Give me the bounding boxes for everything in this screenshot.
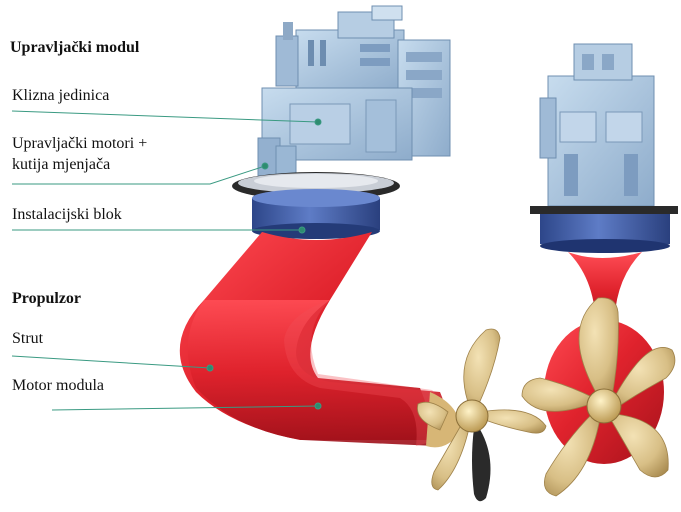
leader-dot-installation-block bbox=[299, 227, 305, 233]
right-control-module bbox=[540, 44, 654, 206]
control-module bbox=[258, 6, 450, 186]
leader-dot-steering-motors bbox=[262, 163, 268, 169]
motor-module-label: Motor modula bbox=[12, 376, 104, 395]
strut-label: Strut bbox=[12, 329, 43, 348]
installation-block bbox=[252, 189, 380, 239]
propulsor-heading: Propulzor bbox=[12, 289, 81, 308]
installation-block-label: Instalacijski blok bbox=[12, 205, 122, 224]
control-module-heading: Upravljački modul bbox=[10, 38, 139, 57]
steering-motors-label-line2: kutija mjenjača bbox=[12, 155, 110, 174]
left-thruster bbox=[180, 6, 546, 501]
steering-motors-label-line1: Upravljački motori + bbox=[12, 134, 147, 153]
left-propeller bbox=[417, 329, 546, 501]
leader-dot-motor-module bbox=[315, 403, 321, 409]
leader-dot-sliding-unit bbox=[315, 119, 321, 125]
leader-dot-strut bbox=[207, 365, 213, 371]
propulsor-housing bbox=[180, 232, 460, 447]
sliding-unit-label: Klizna jedinica bbox=[12, 86, 109, 105]
